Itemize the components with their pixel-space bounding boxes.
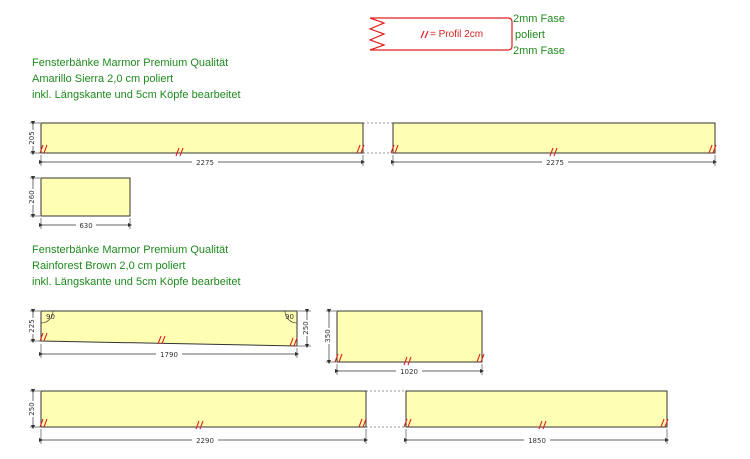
section2-processing: inkl. Längskante und 5cm Köpfe bearbeite… xyxy=(32,276,241,288)
section1-title: Fensterbänke Marmor Premium Qualität xyxy=(32,57,229,69)
piece-1-length: 2275 xyxy=(196,159,214,167)
legend-bottom-edge: 2mm Fase xyxy=(513,45,565,57)
legend-profile-label: = Profil 2cm xyxy=(430,29,484,40)
piece-3-length: 630 xyxy=(79,222,92,230)
profile-marker-icon xyxy=(420,30,425,39)
piece-3: 630 260 xyxy=(27,175,133,230)
profile-marker-icon xyxy=(334,353,485,366)
angle-arc-right xyxy=(284,310,298,324)
legend-top-edge: 2mm Fase xyxy=(513,13,565,25)
piece-4-depth-left: 225 xyxy=(28,319,36,332)
profile-zigzag-icon xyxy=(368,17,386,51)
piece-4: 90 90 1790 225 250 xyxy=(27,308,311,359)
profile-marker-icon xyxy=(39,144,365,157)
profile-marker-icon xyxy=(403,418,669,430)
piece-4-angle-left: 90 xyxy=(46,313,55,321)
piece-2-length: 2275 xyxy=(546,159,564,167)
section1-material: Amarillo Sierra 2,0 cm poliert xyxy=(32,73,174,85)
piece-2: 2275 xyxy=(390,122,718,167)
piece-7-length: 1850 xyxy=(528,437,546,445)
piece-4-length: 1790 xyxy=(160,351,178,359)
piece-1-depth: 205 xyxy=(28,131,36,144)
piece-4-angle-right: 90 xyxy=(285,313,294,321)
piece-3-depth: 260 xyxy=(28,190,36,203)
section1-processing: inkl. Längskante und 5cm Köpfe bearbeite… xyxy=(32,89,241,101)
section2-material: Rainforest Brown 2,0 cm poliert xyxy=(32,260,186,272)
profile-marker-icon xyxy=(39,332,298,347)
angle-arc-left xyxy=(40,310,54,324)
profile-marker-icon xyxy=(390,144,717,157)
legend-front-edge: poliert xyxy=(515,29,545,41)
piece-5-depth: 350 xyxy=(324,329,332,342)
piece-6-length: 2290 xyxy=(196,437,214,445)
piece-6: 2290 250 xyxy=(27,388,369,445)
piece-5: 1020 350 xyxy=(323,308,485,376)
piece-5-length: 1020 xyxy=(400,368,418,376)
section2-title: Fensterbänke Marmor Premium Qualität xyxy=(32,244,229,256)
piece-7: 1850 xyxy=(403,390,670,445)
legend-profile-box xyxy=(368,17,513,51)
profile-marker-icon xyxy=(39,418,367,430)
piece-1: 2275 205 xyxy=(27,120,366,167)
piece-4-depth-right: 250 xyxy=(302,321,310,334)
piece-6-depth: 250 xyxy=(28,402,36,415)
